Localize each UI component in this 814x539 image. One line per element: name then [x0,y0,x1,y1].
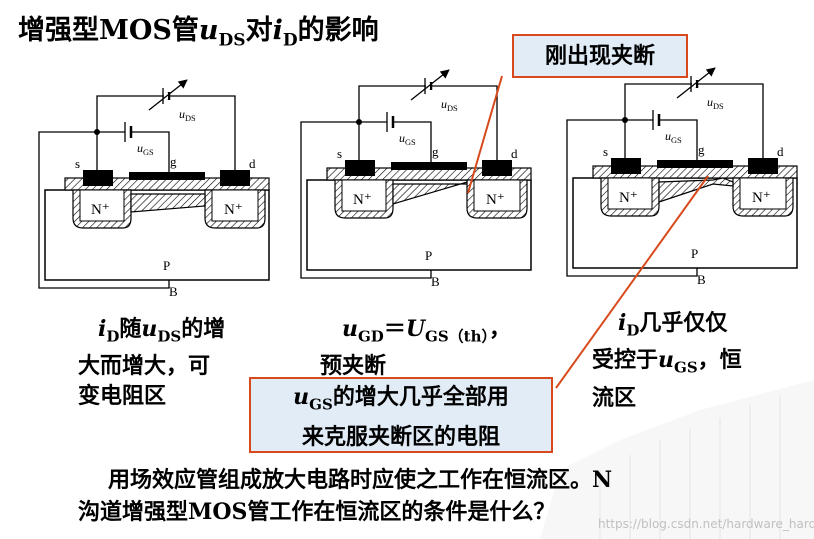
ugs-wire-right [131,131,170,172]
callout-pointers [467,75,709,389]
substrate-label: P [425,248,432,263]
body-wire [300,121,432,279]
gate-label: g [698,142,705,157]
uds-wire [96,95,236,170]
ugs-label: uGS [665,129,682,145]
ugs-label: uGS [399,131,416,147]
pinch-pointer-line [467,75,503,194]
drain-label: d [511,146,518,161]
source-label: s [603,144,608,159]
source-contact [611,158,641,174]
question-line-2: 沟道增强型MOS管工作在恒流区的条件是什么？ [78,499,556,525]
uds-wire [624,83,764,158]
uds-variable-arrow [676,67,716,99]
drain-n-plus [739,177,787,210]
gate-label: g [432,144,439,159]
drain-n-plus [473,179,521,212]
caption-variable-resistance: iD随uDS的增 大而增大，可 变电阻区 [78,316,226,410]
body-terminal-label: B [431,274,440,289]
source-n-plus-label: N⁺ [91,202,110,218]
question-line-1: 用场效应管组成放大电路时应使之工作在恒流区。N [108,467,613,493]
source-n-plus-label: N⁺ [619,190,638,206]
uds-wire [358,85,498,160]
uds-label: uDS [707,95,724,111]
drain-n-plus-label: N⁺ [224,202,243,218]
drain-contact [748,158,778,174]
body-terminal-label: B [169,284,178,299]
pinch-off-callout: 刚出现夹断 [512,34,688,78]
source-n-plus [79,189,125,222]
uds-variable-arrow [410,69,450,101]
uds-label: uDS [179,107,196,123]
ugs-pointer-line [555,175,709,389]
uds-variable-arrow [148,79,188,111]
gate-label: g [170,154,177,169]
ugs-label: uGS [137,141,154,157]
gate-contact [129,172,205,180]
substrate-label: P [163,258,170,273]
background-building-watermark [540,380,814,539]
source-label: s [337,146,342,161]
drain-contact [220,170,250,186]
drain-n-plus-label: N⁺ [486,192,505,208]
watermark-url: https://blog.csdn.net/hardware_harder [598,517,814,531]
drain-n-plus-label: N⁺ [752,190,771,206]
ugs-wire-right [393,121,432,162]
caption-pre-pinch-off: uGD＝UGS（th）， 预夹断 [320,316,512,380]
ugs-callout: uGS的增大几乎全部用 来克服夹断区的电阻 [249,377,553,453]
drain-contact [482,160,512,176]
gate-contact [657,160,733,168]
body-terminal-label: B [697,272,706,287]
drain-label: d [249,156,256,171]
caption-constant-current: iD几乎仅仅 受控于uGS，恒 流区 [592,310,742,411]
drain-n-plus [211,189,259,222]
body-wire [38,131,170,289]
page-title: 增强型MOS管uDS对iD的影响 [18,15,379,51]
inversion-channel [130,193,206,213]
drain-label: d [777,144,784,159]
body-wire [566,119,698,277]
source-label: s [75,156,80,171]
ugs-wire-right [659,119,698,160]
source-contact [83,170,113,186]
source-n-plus [341,179,387,212]
gate-contact [391,162,467,170]
inversion-channel [392,181,468,205]
source-n-plus-label: N⁺ [353,192,372,208]
substrate-label: P [691,246,698,261]
source-n-plus [607,177,653,210]
source-contact [345,160,375,176]
uds-label: uDS [441,97,458,113]
inversion-channel [658,177,734,203]
